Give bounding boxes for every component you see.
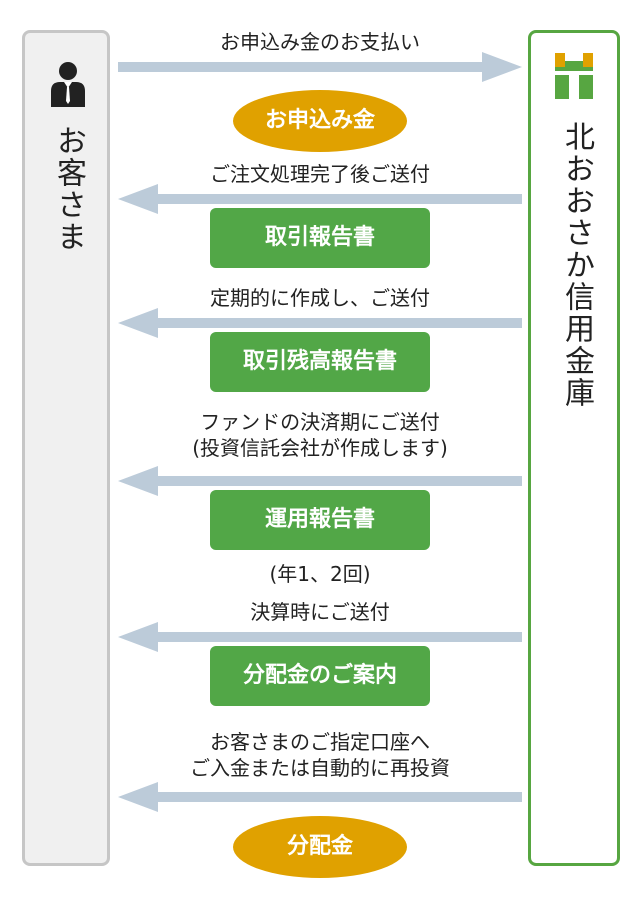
bank-label: 北おおさか信用金庫 bbox=[559, 121, 594, 409]
flow-caption-line2: (投資信託会社が作成します) bbox=[192, 436, 448, 460]
arrow-left bbox=[118, 782, 522, 812]
badge-trade-report: 取引報告書 bbox=[210, 208, 430, 268]
flow-trade-report: ご注文処理完了後ご送付 取引報告書 bbox=[118, 162, 522, 272]
flow-payment: お申込み金のお支払い お申込み金 bbox=[118, 30, 522, 152]
arrow-left bbox=[118, 622, 522, 652]
flow-caption-line1: ファンドの決済期にご送付 bbox=[200, 410, 440, 434]
badge-balance-report: 取引残高報告書 bbox=[210, 332, 430, 392]
badge-management-report: 運用報告書 bbox=[210, 490, 430, 550]
badge-dividend: 分配金 bbox=[233, 816, 407, 878]
flow-caption-line1: お客さまのご指定口座へ bbox=[210, 730, 430, 754]
flow-caption: お申込み金のお支払い bbox=[220, 30, 420, 54]
bank-logo-icon bbox=[555, 53, 593, 99]
badge-application-money: お申込み金 bbox=[233, 90, 407, 152]
arrow-left bbox=[118, 308, 522, 338]
arrow-right bbox=[118, 52, 522, 82]
person-icon bbox=[51, 62, 85, 107]
flow-caption-line2: ご入金または自動的に再投資 bbox=[190, 756, 450, 780]
badge-dividend-notice: 分配金のご案内 bbox=[210, 646, 430, 706]
customer-column: お客さま bbox=[22, 30, 110, 866]
arrow-left bbox=[118, 184, 522, 214]
customer-label: お客さま bbox=[51, 125, 86, 253]
flow-dividend: お客さまのご指定口座へ ご入金または自動的に再投資 分配金 bbox=[118, 730, 522, 878]
flow-management-report: ファンドの決済期にご送付 (投資信託会社が作成します) 運用報告書 (年1、2回… bbox=[118, 410, 522, 590]
bank-column: 北おおさか信用金庫 bbox=[528, 30, 620, 866]
frequency-note: (年1、2回) bbox=[269, 562, 371, 586]
flow-caption: 定期的に作成し、ご送付 bbox=[210, 286, 430, 310]
flow-dividend-notice: 決算時にご送付 分配金のご案内 bbox=[118, 600, 522, 710]
flow-balance-report: 定期的に作成し、ご送付 取引残高報告書 bbox=[118, 286, 522, 396]
flow-caption: ご注文処理完了後ご送付 bbox=[210, 162, 430, 186]
arrow-left bbox=[118, 466, 522, 496]
flow-caption: 決算時にご送付 bbox=[250, 600, 390, 624]
